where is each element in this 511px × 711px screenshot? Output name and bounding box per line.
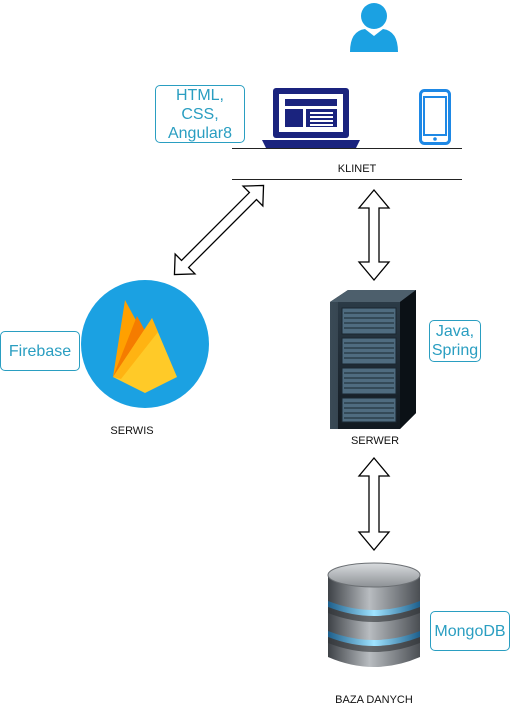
service-tech-label: Firebase [0,331,80,371]
server-caption: SERWER [350,435,400,447]
smartphone-icon [419,89,451,145]
client-caption: KLINET [337,163,377,175]
server-rack-icon [330,290,416,429]
server-tech-label: Java, Spring [429,320,481,362]
firebase-icon [81,280,209,408]
service-caption: SERWIS [110,425,154,437]
database-icon [327,562,421,667]
client-tech-label: HTML, CSS, Angular8 [155,85,245,143]
user-icon [350,3,398,52]
database-tech-label: MongoDB [430,611,510,651]
database-caption: BAZA DANYCH [335,694,413,706]
client-divider-top [232,148,462,149]
client-divider-bottom [232,179,462,180]
laptop-icon [262,88,360,148]
